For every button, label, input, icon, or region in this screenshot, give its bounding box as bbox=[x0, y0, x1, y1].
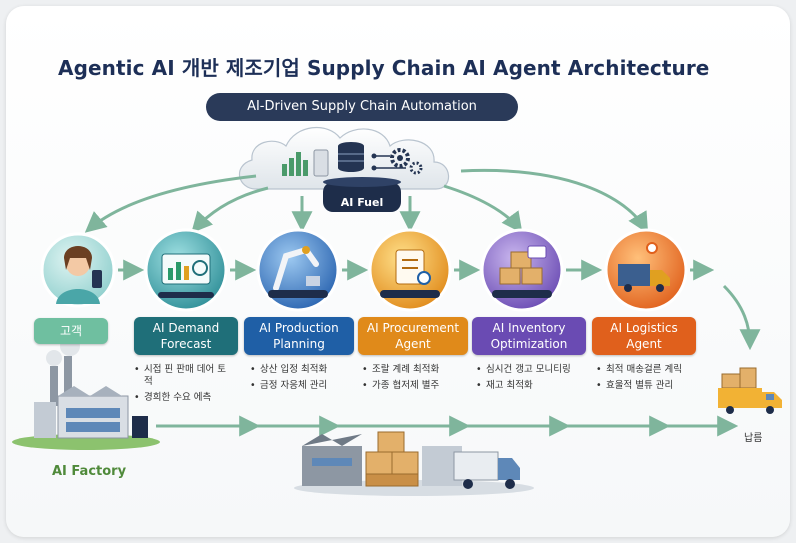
agent-bullets-production-planning: 상산 입정 최적화 금정 자응체 관리 bbox=[250, 364, 360, 396]
agent-bullets-logistics-agent: 최적 매송걸른 계릭 효울적 별튜 관리 bbox=[596, 364, 706, 396]
customer-icon bbox=[40, 232, 116, 308]
agent-bullets-procurement-agent: 조랄 계례 최적화 가종 협저제 별주 bbox=[362, 364, 472, 396]
agent-label-procurement-agent: AI Procurement Agent bbox=[358, 317, 468, 355]
ai-factory-label: AI Factory bbox=[52, 464, 127, 479]
agent-circle-procurement bbox=[368, 228, 452, 312]
bar-chart-icon bbox=[282, 152, 308, 176]
diagram-canvas bbox=[12, 126, 782, 496]
agent-bullets-demand-forecast: 시접 핀 판매 데어 토적 경희한 수요 에측 bbox=[134, 364, 234, 408]
customer-label: 고객 bbox=[34, 318, 108, 344]
bullet-item: 가종 협저제 별주 bbox=[362, 380, 472, 392]
agent-label-line2: Optimization bbox=[490, 337, 568, 351]
agent-label-line2: Planning bbox=[273, 337, 325, 351]
agent-label-line1: AI Demand bbox=[152, 321, 220, 335]
agent-label-line2: Forecast bbox=[160, 337, 212, 351]
agent-circle-logistics bbox=[604, 228, 688, 312]
bullet-item: 경희한 수요 에측 bbox=[134, 392, 234, 404]
agent-circle-production bbox=[256, 228, 340, 312]
bullet-item: 상산 입정 최적화 bbox=[250, 364, 360, 376]
agent-label-line1: AI Procurement bbox=[366, 321, 460, 335]
agent-label-production-planning: AI Production Planning bbox=[244, 317, 354, 355]
bullet-item: 금정 자응체 관리 bbox=[250, 380, 360, 392]
agent-label-line1: AI Inventory bbox=[492, 321, 566, 335]
bullet-item: 최적 매송걸른 계릭 bbox=[596, 364, 706, 376]
agent-circle-demand bbox=[144, 228, 228, 312]
agent-bullets-inventory-optimization: 심시건 갱고 모니티링 재고 최적화 bbox=[476, 364, 590, 396]
delivery-label: 납름 bbox=[744, 433, 763, 444]
database-icon bbox=[338, 142, 364, 172]
agent-label-line1: AI Production bbox=[259, 321, 339, 335]
server-icon bbox=[313, 149, 329, 177]
ai-fuel-tank-icon bbox=[323, 177, 401, 212]
agent-label-line1: AI Logistics bbox=[610, 321, 678, 335]
agent-label-demand-forecast: AI Demand Forecast bbox=[134, 317, 238, 355]
ai-fuel-cloud bbox=[239, 126, 450, 212]
ai-fuel-label: AI Fuel bbox=[340, 196, 384, 209]
bullet-item: 효울적 별튜 관리 bbox=[596, 380, 706, 392]
factory-icon bbox=[12, 336, 160, 450]
subtitle-pill: AI-Driven Supply Chain Automation bbox=[206, 93, 518, 121]
flow-arrows bbox=[118, 259, 761, 351]
bullet-item: 심시건 갱고 모니티링 bbox=[476, 364, 590, 376]
warehouse-scene-icon bbox=[294, 431, 534, 496]
bullet-item: 재고 최적화 bbox=[476, 380, 590, 392]
delivery-truck-icon bbox=[718, 367, 782, 414]
gear-icon bbox=[390, 148, 423, 175]
page-title: Agentic AI 개반 제조기업 Supply Chain AI Agent… bbox=[58, 56, 710, 80]
agent-label-inventory-optimization: AI Inventory Optimization bbox=[472, 317, 586, 355]
agent-label-line2: Agent bbox=[395, 337, 431, 351]
diagram-card: Agentic AI 개반 제조기업 Supply Chain AI Agent… bbox=[6, 6, 790, 537]
cloud-arrows bbox=[84, 168, 649, 234]
network-nodes-icon bbox=[371, 153, 406, 171]
agent-label-line2: Agent bbox=[626, 337, 662, 351]
bullet-item: 시접 핀 판매 데어 토적 bbox=[134, 364, 234, 388]
agent-circle-inventory bbox=[480, 228, 564, 312]
bullet-item: 조랄 계례 최적화 bbox=[362, 364, 472, 376]
agent-label-logistics-agent: AI Logistics Agent bbox=[592, 317, 696, 355]
customer-label-text: 고객 bbox=[59, 324, 83, 338]
